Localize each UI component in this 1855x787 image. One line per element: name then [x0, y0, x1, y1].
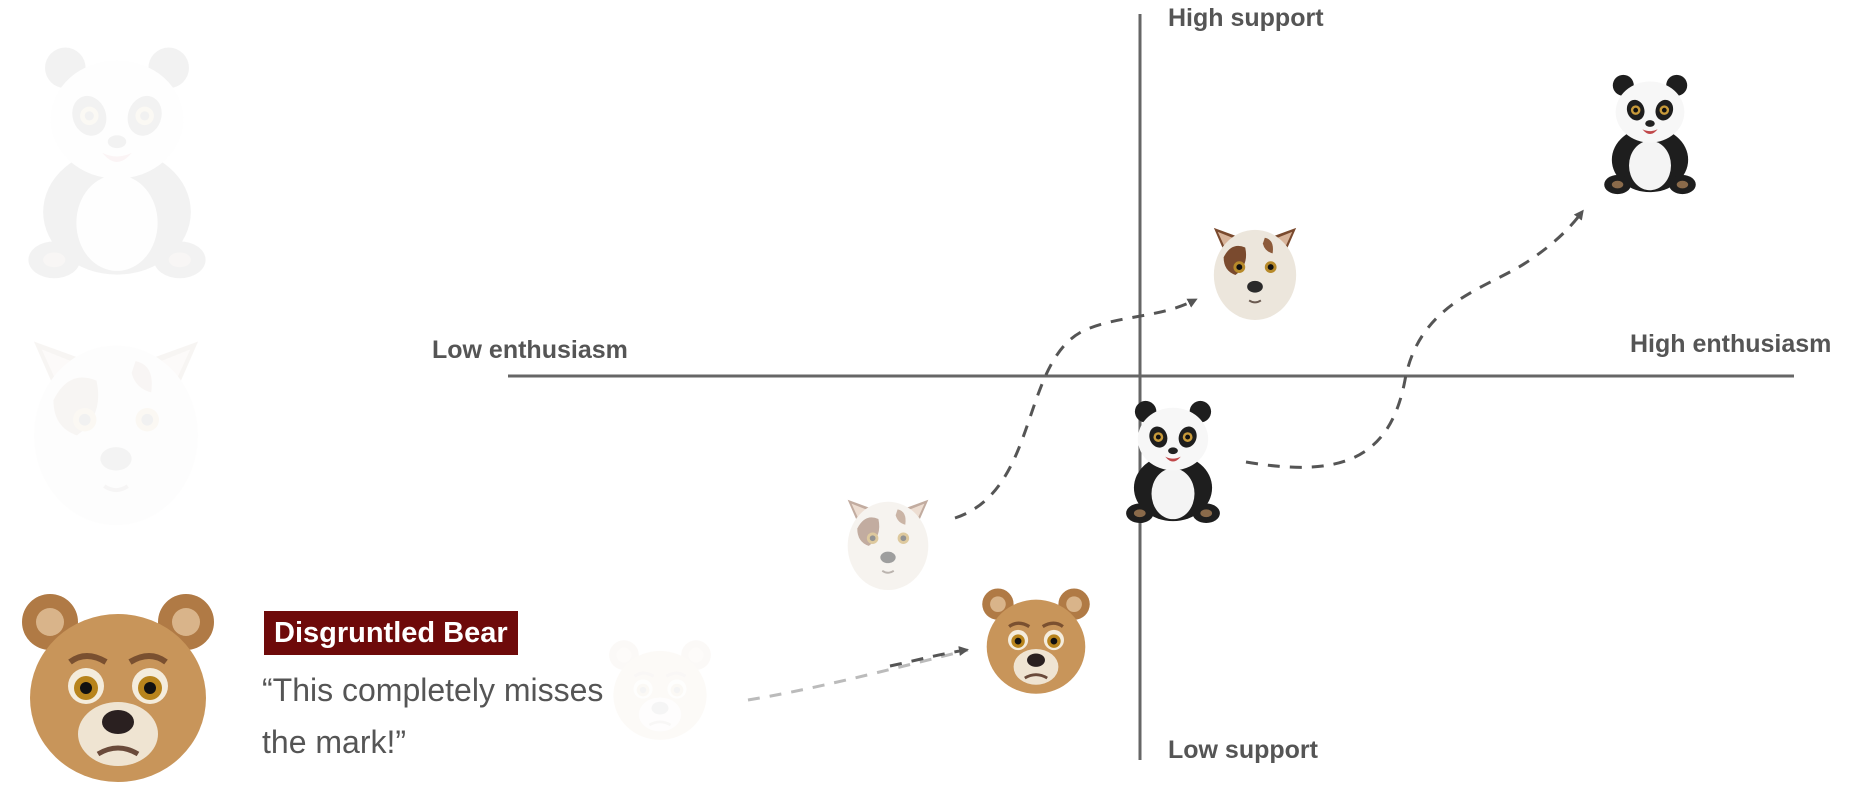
dog-icon-high-support	[1212, 226, 1298, 322]
speaker-name-badge: Disgruntled Bear	[264, 611, 518, 655]
arrow-panda-upgrade	[1245, 209, 1584, 469]
axis-label-low-support: Low support	[1168, 736, 1318, 764]
arrow-ghost-to-bear-front	[889, 646, 969, 668]
speaker-quote-line-1: “This completely misses	[262, 672, 604, 708]
axis-label-low-enthusiasm: Low enthusiasm	[432, 336, 628, 364]
bear-icon-low-support	[980, 586, 1092, 696]
speaker-quote-line-2: the mark!”	[262, 724, 407, 760]
dog-icon-faded	[846, 498, 930, 592]
axis-label-high-enthusiasm: High enthusiasm	[1630, 330, 1832, 358]
arrow-dog-upgrade	[954, 298, 1198, 520]
speaker-quote: “This completely misses the mark!”	[262, 664, 682, 768]
arrow-ghost-to-bear	[747, 648, 969, 702]
disgruntled-bear-portrait-icon	[22, 594, 214, 782]
ghost-panda-icon	[28, 47, 206, 279]
axis-label-high-support: High support	[1168, 4, 1324, 32]
ghost-dog-icon	[31, 339, 201, 528]
panda-icon-high-support-high-enthusiasm	[1604, 74, 1696, 195]
